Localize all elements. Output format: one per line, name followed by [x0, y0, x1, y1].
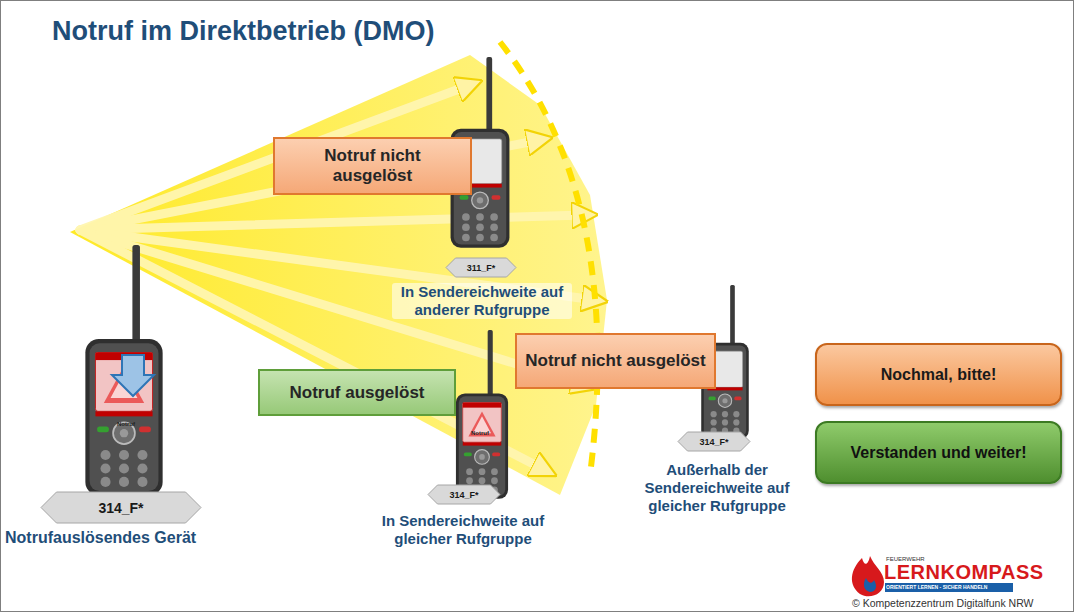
signal-fan	[70, 55, 607, 495]
logo-name: LERNKOMPASS	[884, 562, 1024, 583]
hexagon-outline	[446, 258, 516, 277]
node-text: Notruf nicht ausgelöst	[525, 351, 705, 371]
hexagon-outline	[428, 485, 500, 504]
radio-device	[85, 245, 162, 495]
press-arrow	[112, 355, 154, 396]
logo-icon	[852, 556, 884, 596]
logo-band	[885, 583, 1013, 592]
device-id-tag: 314_F*	[40, 491, 202, 524]
status-box: Notruf nicht ausgelöst	[273, 137, 472, 195]
device-id-tag: 311_F*	[445, 257, 517, 278]
node-text: Nochmal, bitte!	[881, 366, 997, 384]
node-text: 311_F*	[467, 263, 496, 273]
hexagon-outline	[678, 432, 750, 451]
continue-button: Verstanden und weiter!	[815, 421, 1062, 484]
node-text: 314_F*	[449, 490, 478, 500]
node-text: Notruf nicht ausgelöst	[283, 146, 462, 186]
device-caption: Notrufauslösendes Gerät	[5, 529, 245, 547]
range-boundary	[500, 42, 598, 475]
screen-text: Notruf	[460, 430, 500, 436]
device-caption: Außerhalb der Sendereichweite auf gleich…	[641, 461, 793, 515]
status-box: Notruf ausgelöst	[258, 369, 456, 416]
node-text: 314_F*	[699, 437, 728, 447]
node-text: Verstanden und weiter!	[850, 444, 1026, 462]
node-text: Notruf ausgelöst	[289, 383, 424, 403]
status-box: Notruf nicht ausgelöst	[515, 333, 716, 389]
logo-slogan: ORIENTIERT LERNEN - SICHER HANDELN	[886, 584, 1014, 591]
device-caption: In Sendereichweite auf anderer Rufgruppe	[392, 283, 572, 319]
copyright-note: © Kompetenzzentrum Digitalfunk NRW	[852, 597, 1070, 609]
device-id-tag: 314_F*	[677, 431, 751, 452]
hexagon-outline	[41, 492, 201, 523]
screen-text: Notruf	[104, 421, 148, 427]
device-caption: In Sendereichweite auf gleicher Rufgrupp…	[374, 512, 552, 548]
radio-device	[456, 330, 508, 499]
repeat-button: Nochmal, bitte!	[815, 343, 1062, 406]
diagram-title: Notruf im Direktbetrieb (DMO)	[52, 16, 435, 47]
device-id-tag: 314_F*	[427, 484, 501, 505]
node-text: 314_F*	[98, 500, 143, 516]
